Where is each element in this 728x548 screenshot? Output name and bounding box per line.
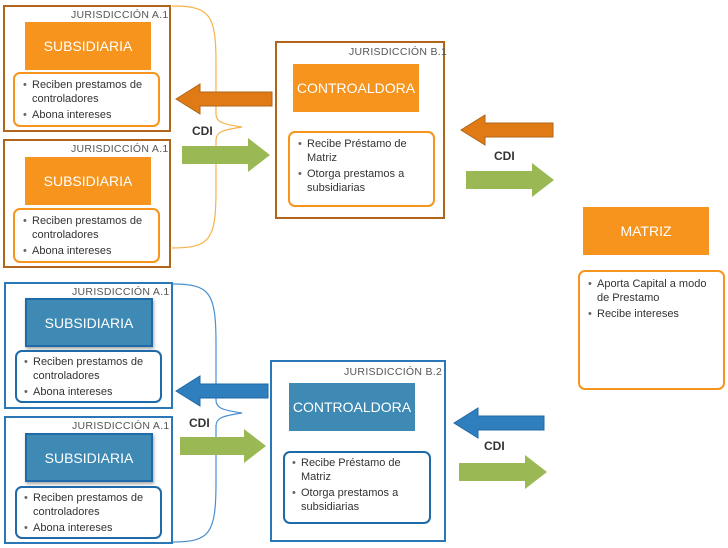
arrow-right-top-2 bbox=[466, 163, 554, 197]
subsidiaria-list: Reciben prestamos de controladores Abona… bbox=[13, 72, 160, 127]
controladora-list: Recibe Préstamo de Matriz Otorga prestam… bbox=[288, 131, 435, 207]
arrow-left-bottom-1 bbox=[175, 375, 269, 407]
list-item: Abona intereses bbox=[22, 521, 155, 535]
jurisdiction-label: JURISDICCIÓN B.2 bbox=[344, 366, 443, 378]
arrow-right-top-1 bbox=[182, 138, 270, 172]
subsidiaria-header: SUBSIDIARIA bbox=[25, 298, 153, 347]
list-item: Otorga prestamos a subsidiarias bbox=[296, 167, 427, 195]
jurisdiction-label: JURISDICCIÓN B.1 bbox=[349, 46, 448, 58]
cdi-label: CDI bbox=[484, 439, 505, 453]
arrow-right-bottom-1 bbox=[180, 429, 266, 463]
list-item: Aporta Capital a modo de Prestamo bbox=[586, 277, 717, 305]
list-item: Otorga prestamos a subsidiarias bbox=[290, 486, 424, 514]
matriz-list: Aporta Capital a modo de Prestamo Recibe… bbox=[578, 270, 725, 390]
controladora-header: CONTROALDORA bbox=[293, 64, 419, 112]
matriz-header: MATRIZ bbox=[583, 207, 709, 255]
subsidiaria-header: SUBSIDIARIA bbox=[25, 433, 153, 482]
list-item: Reciben prestamos de controladores bbox=[22, 355, 155, 383]
cdi-label: CDI bbox=[494, 149, 515, 163]
list-item: Abona intereses bbox=[22, 385, 155, 399]
subsidiaria-list: Reciben prestamos de controladores Abona… bbox=[15, 486, 162, 539]
jurisdiction-label: JURISDICCIÓN A.1 bbox=[72, 286, 170, 298]
subsidiaria-header: SUBSIDIARIA bbox=[25, 22, 151, 70]
list-item: Reciben prestamos de controladores bbox=[21, 214, 152, 242]
subsidiaria-header: SUBSIDIARIA bbox=[25, 157, 151, 205]
arrow-left-top-2 bbox=[460, 114, 554, 146]
arrow-right-bottom-2 bbox=[459, 455, 547, 489]
arrow-left-bottom-2 bbox=[453, 407, 545, 439]
list-item: Recibe Préstamo de Matriz bbox=[290, 456, 424, 484]
list-item: Abona intereses bbox=[21, 108, 152, 122]
jurisdiction-label: JURISDICCIÓN A.1 bbox=[71, 143, 169, 155]
cdi-label: CDI bbox=[192, 124, 213, 138]
subsidiaria-list: Reciben prestamos de controladores Abona… bbox=[13, 208, 160, 263]
brace-top bbox=[171, 5, 243, 249]
list-item: Reciben prestamos de controladores bbox=[21, 78, 152, 106]
list-item: Recibe Préstamo de Matriz bbox=[296, 137, 427, 165]
subsidiaria-list: Reciben prestamos de controladores Abona… bbox=[15, 350, 162, 403]
list-item: Reciben prestamos de controladores bbox=[22, 491, 155, 519]
jurisdiction-label: JURISDICCIÓN A.1 bbox=[72, 420, 170, 432]
cdi-label: CDI bbox=[189, 416, 210, 430]
list-item: Recibe intereses bbox=[586, 307, 717, 321]
jurisdiction-label: JURISDICCIÓN A.1 bbox=[71, 9, 169, 21]
brace-bottom bbox=[171, 283, 243, 543]
list-item: Abona intereses bbox=[21, 244, 152, 258]
controladora-list: Recibe Préstamo de Matriz Otorga prestam… bbox=[283, 451, 431, 524]
controladora-header: CONTROALDORA bbox=[289, 383, 415, 431]
arrow-left-top-1 bbox=[175, 83, 273, 115]
